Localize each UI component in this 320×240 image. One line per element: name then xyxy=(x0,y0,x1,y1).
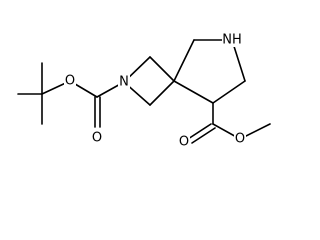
bond-ch-to-spiro xyxy=(173,80,214,104)
bond-ester-carbonyl-double-a xyxy=(187,123,212,140)
bond-azetidine-top-spiro xyxy=(149,56,175,82)
bonds xyxy=(17,39,271,144)
atom-labels: O O N NH O O xyxy=(64,32,246,150)
atom-o-boc-ether: O xyxy=(65,74,75,89)
bond-spiro-to-ch2 xyxy=(173,39,195,82)
bond-azetidine-spiro-bottom xyxy=(149,80,175,106)
atom-o-ester-carbonyl: O xyxy=(179,135,189,150)
atom-n-azetidine: N xyxy=(119,75,129,90)
bond-ester-carbonyl-double-b xyxy=(191,127,216,144)
bond-ch2-to-ch xyxy=(212,80,246,104)
atom-nh-pyrrolidine: NH xyxy=(222,33,242,48)
structure-diagram: O O N NH O O xyxy=(17,32,271,150)
atom-o-boc-carbonyl: O xyxy=(92,131,102,146)
atom-o-ester-ether: O xyxy=(235,132,245,147)
